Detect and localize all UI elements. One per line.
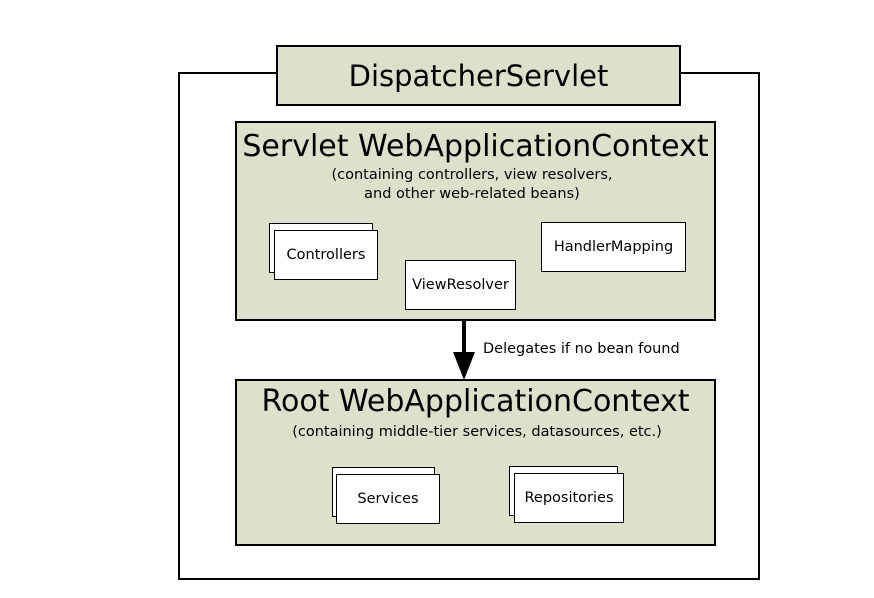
repositories-label: Repositories — [524, 490, 614, 506]
delegation-label: Delegates if no bean found — [483, 341, 680, 357]
root-context-title: Root WebApplicationContext — [261, 384, 690, 419]
dispatcher-servlet-label: DispatcherServlet — [348, 58, 609, 93]
services-bean: Services — [336, 474, 440, 524]
servlet-context-title: Servlet WebApplicationContext — [242, 129, 709, 164]
controllers-bean: Controllers — [274, 230, 378, 280]
controllers-label: Controllers — [286, 247, 366, 263]
servlet-context-subtitle: (containing controllers, view resolvers,… — [331, 167, 613, 202]
dispatcher-servlet-box: DispatcherServlet — [276, 45, 681, 106]
handler-mapping-bean: HandlerMapping — [541, 222, 686, 272]
view-resolver-label: ViewResolver — [412, 277, 509, 293]
root-context-box: Root WebApplicationContext (containing m… — [235, 379, 716, 546]
view-resolver-bean: ViewResolver — [405, 260, 516, 310]
delegation-arrow — [453, 320, 475, 380]
repositories-bean: Repositories — [514, 473, 624, 523]
root-context-subtitle: (containing middle-tier services, dataso… — [292, 424, 662, 440]
services-label: Services — [357, 491, 419, 507]
handler-mapping-label: HandlerMapping — [553, 239, 674, 255]
